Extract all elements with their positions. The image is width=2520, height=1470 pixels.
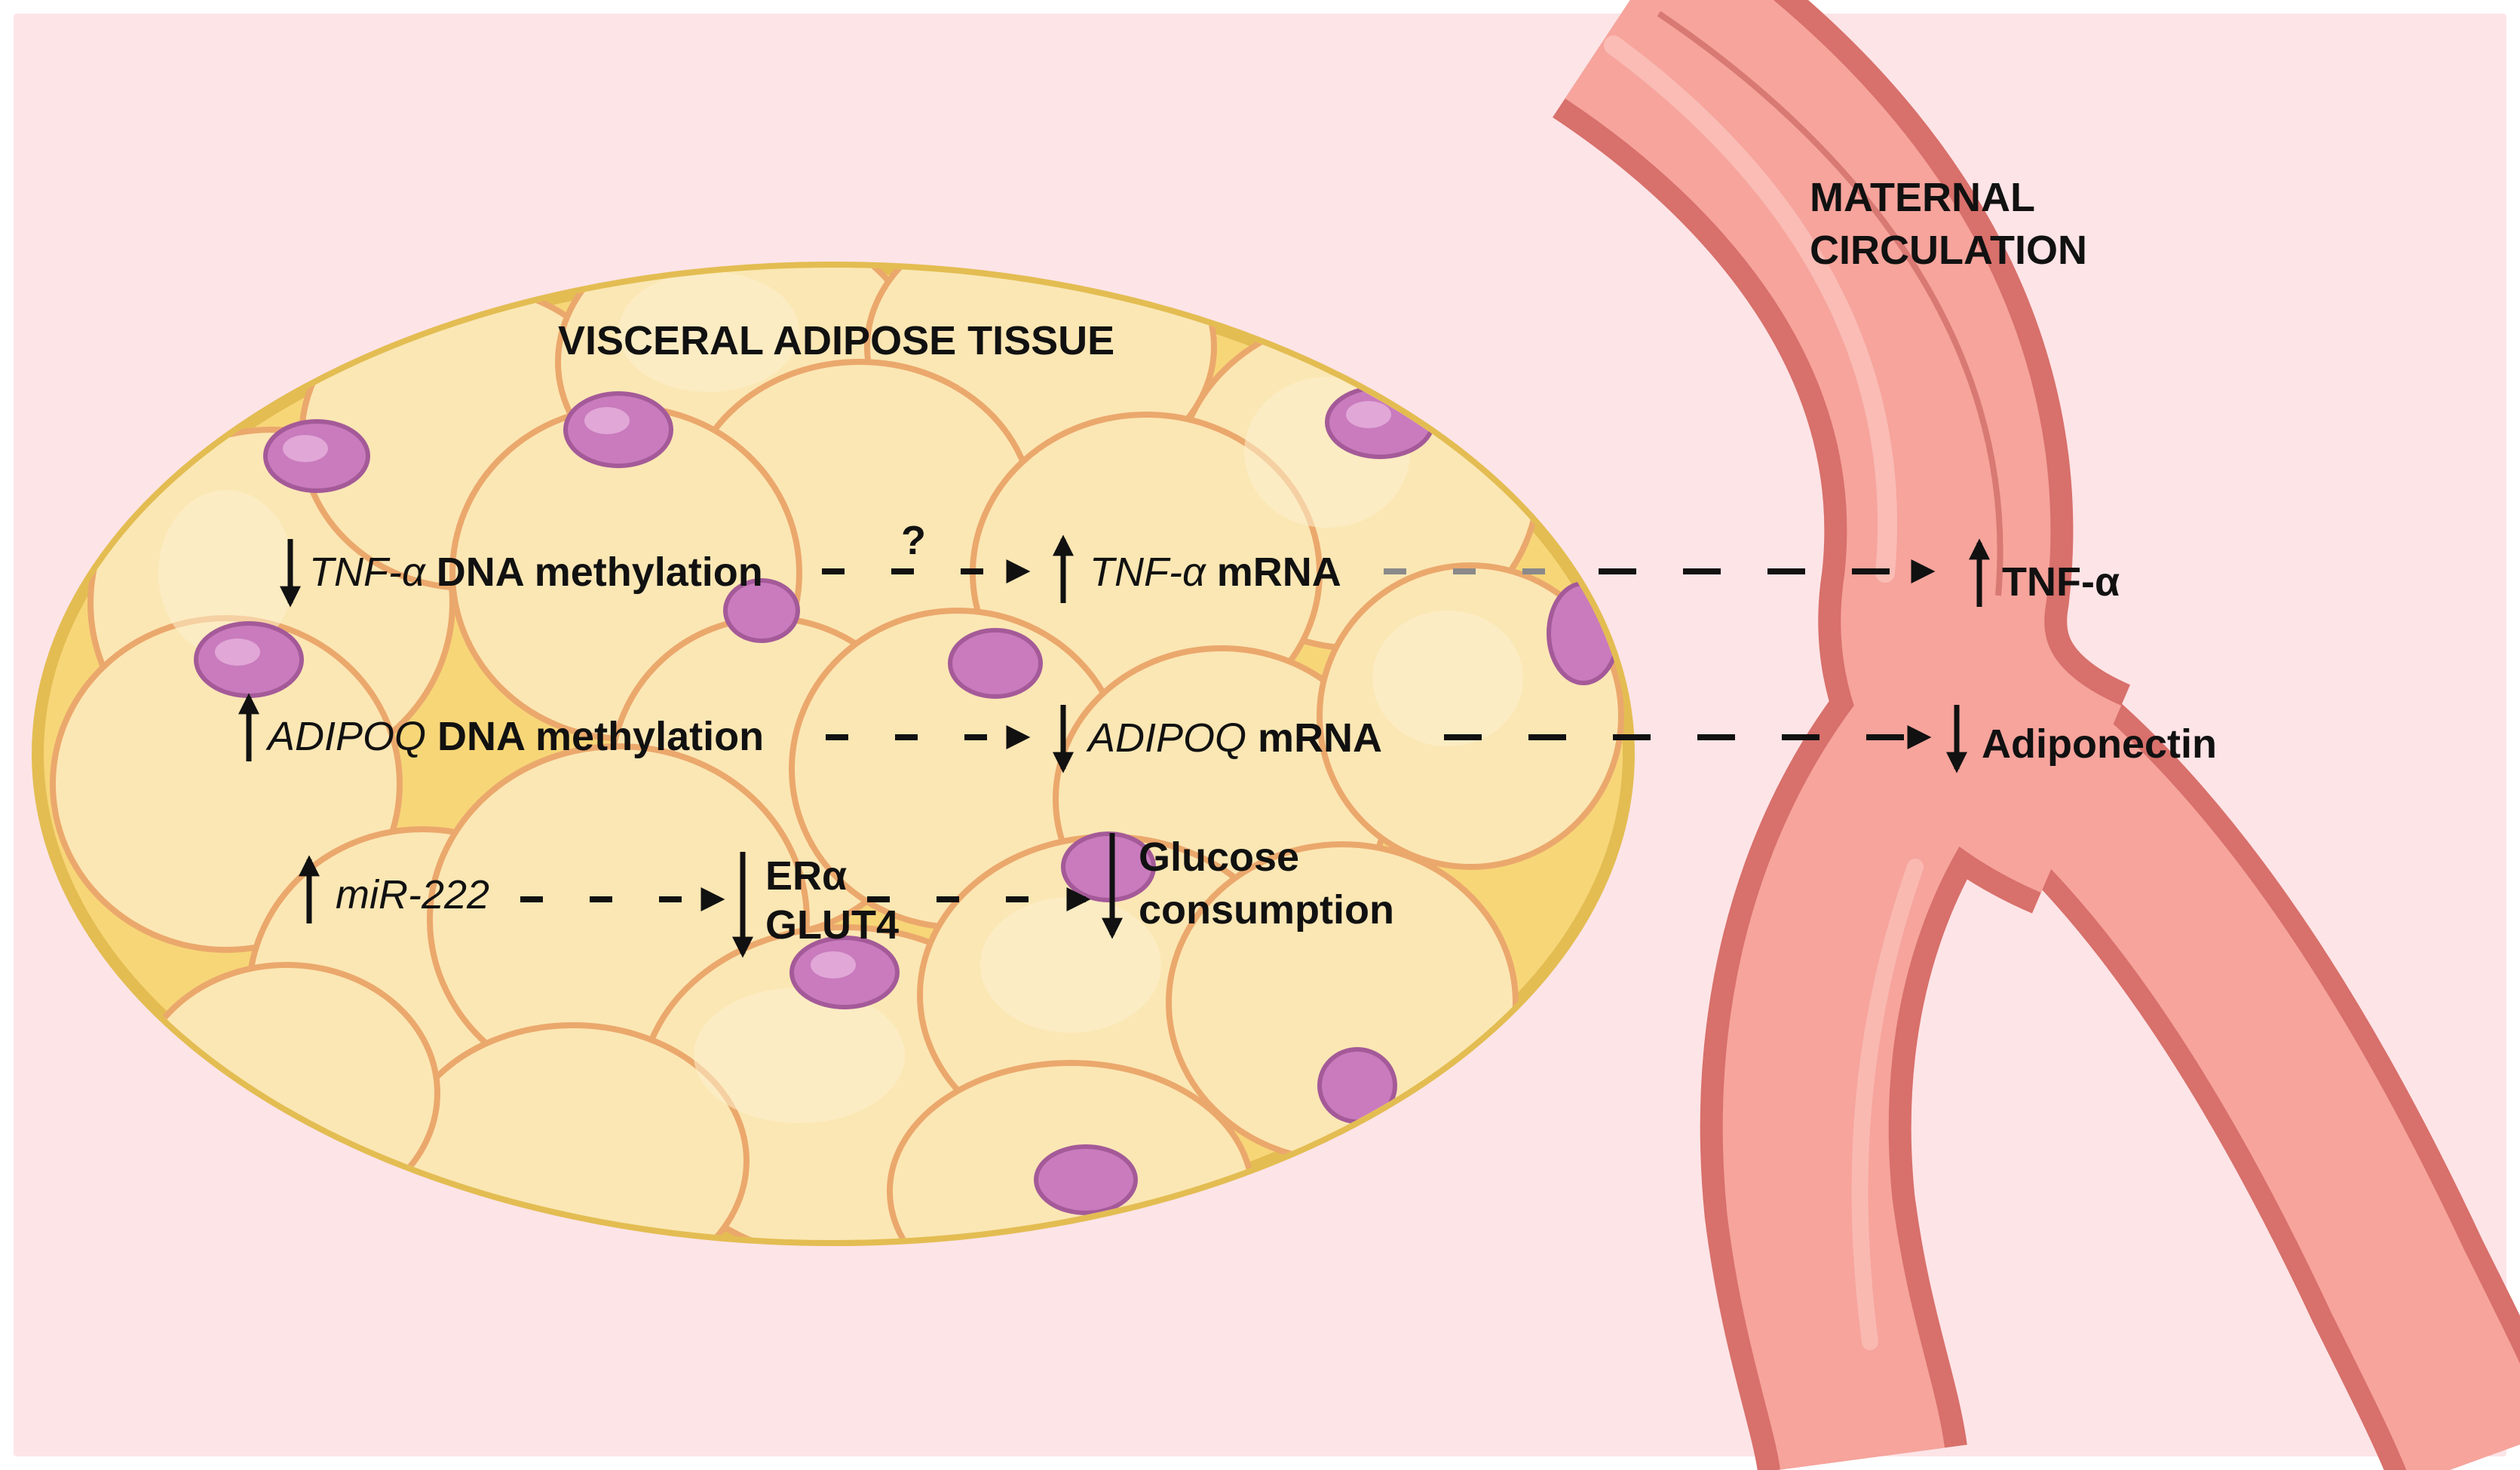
blood-vessel: [1552, 0, 2520, 1470]
cell-highlight: [1372, 611, 1523, 746]
glucose-label-line2: consumption: [1139, 887, 1394, 933]
cell-highlight: [980, 897, 1161, 1033]
cell-highlight: [158, 490, 294, 656]
circulation-title-line1: MATERNAL: [1810, 175, 2035, 220]
tnf-row: TNF-α DNA methylation ? TNF-α mRNA TNF-α: [280, 518, 2120, 608]
adipoq-mrna-label: ADIPOQ mRNA: [1086, 715, 1382, 761]
mir-222-label: miR-222: [336, 872, 489, 917]
adipoq-mrna-gene: ADIPOQ: [1086, 715, 1246, 761]
glut4-label: GLUT4: [765, 902, 899, 948]
nucleus: [1034, 1144, 1138, 1215]
tnf-mrna-gene: TNF-α: [1090, 550, 1207, 595]
cell-highlight: [618, 271, 799, 392]
circulation-title-line2: CIRCULATION: [1810, 228, 2087, 273]
adipoq-gene-name: ADIPOQ: [265, 714, 426, 759]
vessel-highlight: [1604, 35, 1898, 583]
adipoq-mrna-text: mRNA: [1246, 715, 1382, 761]
nucleus: [1061, 831, 1156, 902]
adipoq-methylation-text: DNA methylation: [426, 714, 764, 759]
nucleus-shine: [811, 951, 856, 978]
circulating-adiponectin-label: Adiponectin: [1982, 721, 2217, 767]
tnf-mrna-text: mRNA: [1206, 550, 1341, 595]
circulating-tnf-label: TNF-α: [2002, 559, 2120, 605]
tnf-mrna-label: TNF-α mRNA: [1090, 550, 1341, 595]
adipoq-methylation-label: ADIPOQ DNA methylation: [265, 714, 764, 759]
nucleus-shine: [283, 435, 328, 462]
adipoq-row: ADIPOQ DNA methylation ADIPOQ mRNA Adipo…: [238, 693, 2217, 773]
tnf-methylation-label: TNF-α DNA methylation: [309, 550, 763, 595]
vessel-right-branch-inner: [1988, 697, 2520, 1470]
nucleus-shine: [584, 407, 630, 434]
cell-highlight: [694, 988, 905, 1123]
vessel-highlight-lower: [1851, 859, 1924, 1350]
nucleus-shine: [215, 639, 260, 666]
question-mark: ?: [901, 518, 926, 563]
tnf-gene-name: TNF-α: [309, 550, 427, 595]
vessel-edge-line: [1657, 11, 2003, 596]
er-alpha-label: ERα: [765, 853, 847, 899]
adipocyte-cells: [50, 268, 1624, 1240]
tnf-methylation-text: DNA methylation: [425, 550, 763, 595]
adipose-tissue: [32, 262, 1635, 1246]
nucleus-shine: [1346, 401, 1391, 428]
nucleus: [723, 578, 800, 643]
tissue-title: VISCERAL ADIPOSE TISSUE: [558, 318, 1114, 363]
mir-row: miR-222 ERα GLUT4 Glucose consumption: [299, 833, 1394, 958]
vessel-lower-branch-inner: [1722, 616, 2046, 1470]
glucose-label-line1: Glucose: [1139, 835, 1299, 880]
nucleus: [948, 628, 1043, 699]
